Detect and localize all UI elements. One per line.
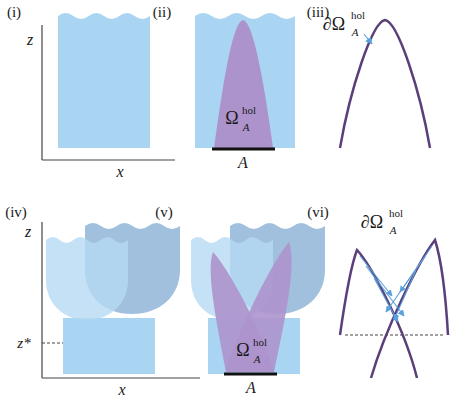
panel-v xyxy=(191,223,325,374)
bulk-region xyxy=(195,13,295,148)
superscript: hol xyxy=(242,105,256,116)
bulk-region xyxy=(63,318,155,374)
bulk-region xyxy=(58,13,150,148)
panel-label: (i) xyxy=(7,5,21,20)
holographic-region xyxy=(226,242,292,372)
panel-i xyxy=(42,13,175,160)
bulk-bulb xyxy=(46,237,128,320)
boundary-symbol: ∂Ω xyxy=(323,15,345,33)
panel-iii xyxy=(340,20,430,148)
boundary-interval xyxy=(212,148,275,151)
region-symbol: Ω xyxy=(236,341,249,359)
panel-vi xyxy=(340,240,448,378)
z-axis xyxy=(41,222,42,378)
axis-label: z xyxy=(25,224,31,240)
panel-label: (ii) xyxy=(153,5,171,20)
superscript: hol xyxy=(253,337,267,348)
interval-label: A xyxy=(246,380,256,396)
panel-label: (iv) xyxy=(5,205,27,220)
boundary-interval xyxy=(224,373,277,376)
region-boundary xyxy=(340,20,430,148)
axis-label: z xyxy=(27,32,33,48)
flow-arrows xyxy=(360,246,432,322)
boundary-symbol: ∂Ω xyxy=(361,213,383,231)
region-boundary xyxy=(371,240,448,378)
leader-line xyxy=(364,34,372,44)
superscript: hol xyxy=(389,208,403,219)
height-label: z* xyxy=(17,336,30,351)
axis-label: x xyxy=(118,382,125,398)
panel-label: (vi) xyxy=(307,205,329,220)
axis-label: x xyxy=(116,164,123,180)
subscript: A xyxy=(254,354,261,365)
x-axis xyxy=(42,159,175,160)
subscript: A xyxy=(352,27,359,38)
superscript: hol xyxy=(351,10,365,21)
subscript: A xyxy=(390,225,397,236)
region-symbol: Ω xyxy=(225,109,238,127)
panel-label: (v) xyxy=(155,205,173,220)
region-boundary xyxy=(340,250,417,378)
subscript: A xyxy=(243,122,250,133)
z-axis xyxy=(41,25,42,160)
z-star-marker xyxy=(345,335,445,336)
interval-label: A xyxy=(238,155,248,171)
x-axis xyxy=(42,377,200,378)
panel-ii xyxy=(195,13,295,149)
panel-iv xyxy=(42,222,200,378)
z-star-marker xyxy=(42,343,63,344)
holographic-region xyxy=(214,20,273,148)
